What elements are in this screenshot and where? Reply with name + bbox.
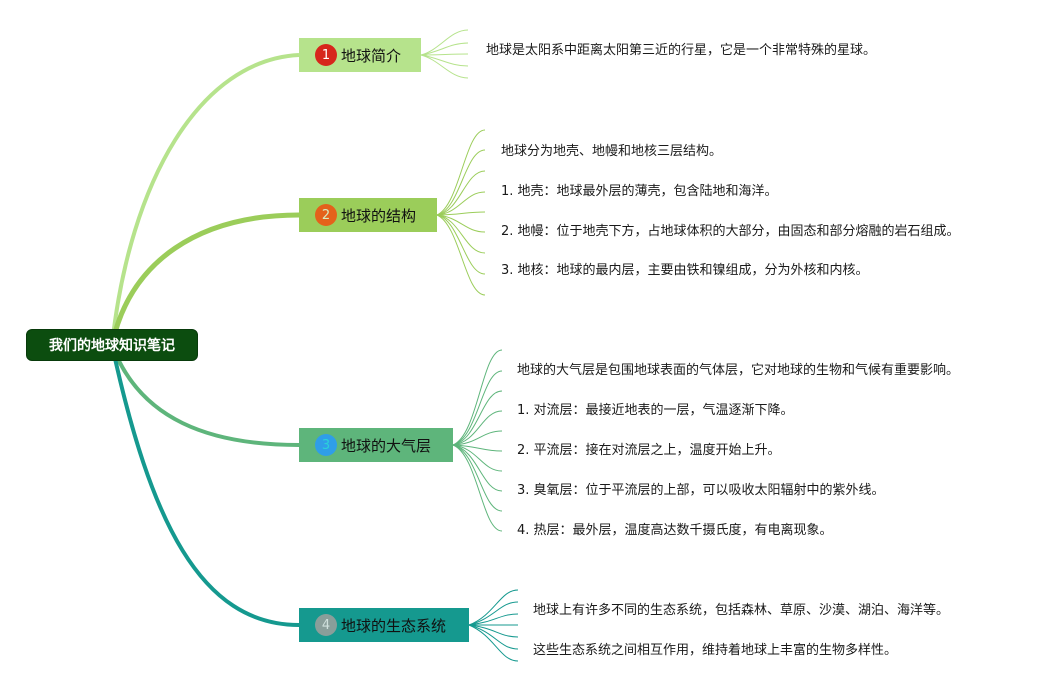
leaf-4-1[interactable]: 地球上有许多不同的生态系统，包括森林、草原、沙漠、湖泊、海洋等。 [533, 603, 950, 618]
leaf-3-3[interactable]: 2. 平流层：接在对流层之上，温度开始上升。 [517, 443, 781, 458]
leaf-3-4[interactable]: 3. 臭氧层：位于平流层的上部，可以吸收太阳辐射中的紫外线。 [517, 483, 885, 498]
topic-label-3: 地球的大气层 [341, 436, 432, 455]
branch-topic-1 [110, 53, 300, 346]
number-badge-3: 3 [315, 434, 337, 456]
root-node[interactable]: 我们的地球知识笔记 [26, 329, 198, 361]
leaf-4-2[interactable]: 这些生态系统之间相互作用，维持着地球上丰富的生物多样性。 [533, 643, 898, 658]
branch-topic-2 [109, 212, 300, 346]
topic-1-fan [420, 29, 469, 79]
topic-label-1: 地球简介 [341, 46, 402, 65]
topic-label-4: 地球的生态系统 [341, 616, 447, 635]
number-badge-2: 2 [315, 204, 337, 226]
leaf-2-3[interactable]: 2. 地幔：位于地壳下方，占地球体积的大部分，由固态和部分熔融的岩石组成。 [501, 224, 960, 239]
leaf-1-1[interactable]: 地球是太阳系中距离太阳第三近的行星，它是一个非常特殊的星球。 [486, 43, 877, 58]
topic-label-2: 地球的结构 [341, 206, 417, 225]
topic-3-fan [452, 349, 503, 532]
topic-2-fan [436, 129, 486, 296]
leaf-2-1[interactable]: 地球分为地壳、地幔和地核三层结构。 [501, 144, 723, 159]
leaf-3-1[interactable]: 地球的大气层是包围地球表面的气体层，它对地球的生物和气候有重要影响。 [517, 363, 960, 378]
topic-4-fan [468, 589, 519, 662]
branch-topic-4 [110, 344, 300, 627]
leaf-3-2[interactable]: 1. 对流层：最接近地表的一层，气温逐渐下降。 [517, 403, 794, 418]
topic-node-3[interactable]: 3 地球的大气层 [299, 428, 453, 462]
number-badge-4: 4 [315, 614, 337, 636]
leaf-2-2[interactable]: 1. 地壳：地球最外层的薄壳，包含陆地和海洋。 [501, 184, 778, 199]
topic-node-4[interactable]: 4 地球的生态系统 [299, 608, 469, 642]
branch-topic-3 [110, 344, 300, 447]
leaf-3-5[interactable]: 4. 热层：最外层，温度高达数千摄氏度，有电离现象。 [517, 523, 833, 538]
number-badge-1: 1 [315, 44, 337, 66]
root-label: 我们的地球知识笔记 [49, 338, 175, 354]
topic-node-2[interactable]: 2 地球的结构 [299, 198, 437, 232]
topic-node-1[interactable]: 1 地球简介 [299, 38, 421, 72]
leaf-2-4[interactable]: 3. 地核：地球的最内层，主要由铁和镍组成，分为外核和内核。 [501, 263, 869, 278]
